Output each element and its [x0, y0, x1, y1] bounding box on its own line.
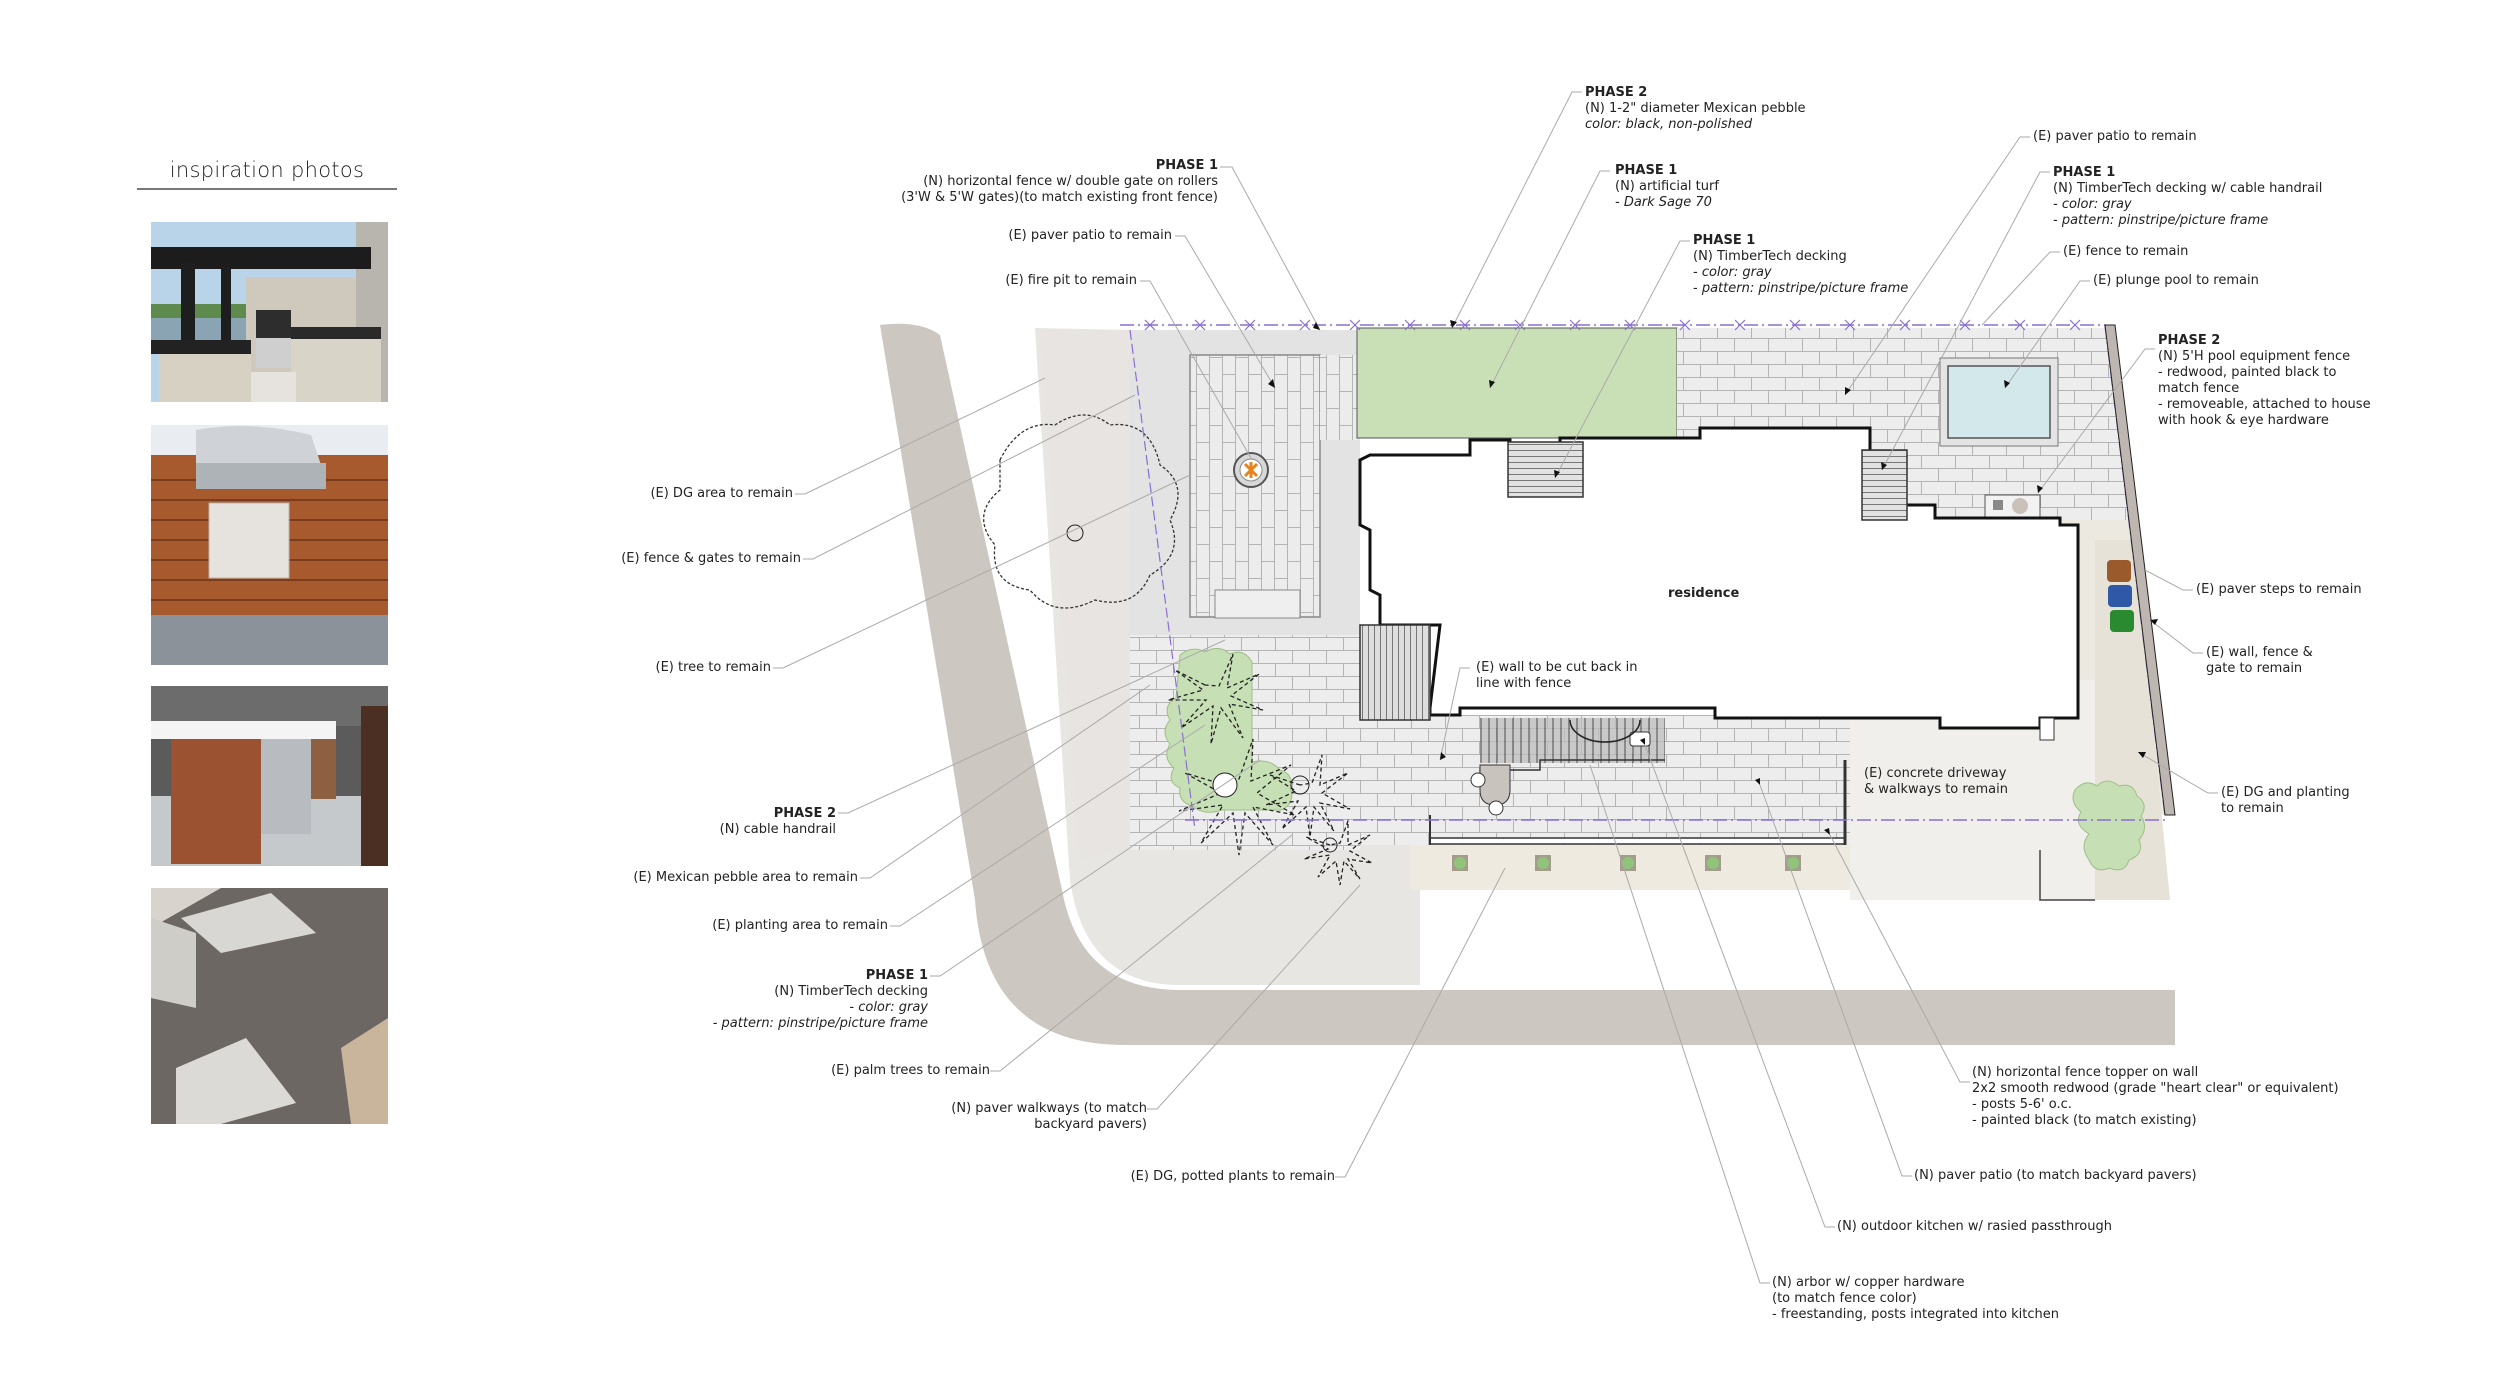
phase-label: PHASE 1: [1693, 233, 1756, 248]
inspiration-photo-grill-island: [151, 425, 388, 665]
phase-label: PHASE 2: [1585, 85, 1648, 100]
driveway: [1850, 680, 2095, 900]
note-tree: (E) tree to remain: [655, 660, 772, 675]
artificial-turf: [1356, 327, 1678, 439]
note-fence-remain: (E) fence to remain: [2063, 244, 2189, 259]
note-decking-left-phase1: PHASE 1 (N) TimberTech decking - color: …: [712, 968, 928, 1031]
note-pebble-phase2: PHASE 2 (N) 1-2" diameter Mexican pebble…: [1585, 85, 1806, 132]
phase-label: PHASE 1: [1615, 163, 1678, 178]
inspiration-photo-pergola-kitchen: [151, 222, 388, 402]
note-driveway: (E) concrete driveway & walkways to rema…: [1864, 766, 2008, 797]
paver-step-brown: [2107, 560, 2131, 582]
note-wall-fence-gate: (E) wall, fence & gate to remain: [2206, 645, 2313, 676]
phase-label: PHASE 2: [773, 806, 836, 821]
note-handrail-phase2: PHASE 2 (N) cable handrail: [719, 806, 836, 837]
planting-shrub-right: [2072, 780, 2145, 871]
inspiration-photo-kitchen-counter: [151, 686, 388, 866]
paver-step-blue: [2108, 585, 2132, 607]
note-decking-handrail-phase1: PHASE 1 (N) TimberTech decking w/ cable …: [2053, 165, 2323, 228]
leader-arrowheads: [1268, 320, 2158, 835]
note-dg-potted: (E) DG, potted plants to remain: [1130, 1169, 1335, 1184]
note-paver-steps: (E) paver steps to remain: [2196, 582, 2362, 597]
note-turf-phase1: PHASE 1 (N) artificial turf - Dark Sage …: [1615, 163, 1719, 210]
deck-top: [1507, 441, 1584, 498]
street-area: [880, 323, 2175, 1045]
note-pool-fence-phase2: PHASE 2 (N) 5'H pool equipment fence - r…: [2158, 333, 2371, 428]
note-outdoor-kitchen: (N) outdoor kitchen w/ rasied passthroug…: [1837, 1219, 2112, 1234]
note-dg-planting: (E) DG and planting to remain: [2221, 785, 2350, 816]
note-fence-topper: (N) horizontal fence topper on wall 2x2 …: [1972, 1065, 2339, 1128]
paver-step-green: [2110, 610, 2134, 632]
note-paver-patio-left: (E) paver patio to remain: [1008, 228, 1172, 243]
outdoor-kitchen-passthrough: [1479, 764, 1511, 806]
phase-label: PHASE 1: [2053, 165, 2116, 180]
phase-label: PHASE 1: [1155, 158, 1218, 173]
note-palm-trees: (E) palm trees to remain: [831, 1063, 990, 1078]
phase-label: PHASE 2: [2158, 333, 2221, 348]
sidebar-title: inspiration photos: [169, 158, 365, 182]
note-pebble-area: (E) Mexican pebble area to remain: [633, 870, 858, 885]
phase-label: PHASE 1: [865, 968, 928, 983]
side-wall: [2104, 324, 2176, 816]
planting-area: [1164, 648, 1293, 813]
deck-left: [1359, 624, 1431, 721]
note-plunge-pool: (E) plunge pool to remain: [2093, 273, 2259, 288]
leader-lines: [773, 91, 2218, 1284]
note-arbor: (N) arbor w/ copper hardware (to match f…: [1772, 1275, 2060, 1322]
note-fence-phase1: PHASE 1 (N) horizontal fence w/ double g…: [901, 158, 1218, 205]
note-planting-area: (E) planting area to remain: [712, 918, 888, 933]
note-dg-area: (E) DG area to remain: [650, 486, 793, 501]
note-wall-cut: (E) wall to be cut back in line with fen…: [1476, 660, 1638, 691]
sidebar-divider: [137, 188, 397, 190]
potted-plants: [1452, 855, 1801, 871]
note-paver-patio-right: (E) paver patio to remain: [2033, 129, 2197, 144]
fence-topper: [1429, 837, 1846, 845]
note-fire-pit: (E) fire pit to remain: [1005, 273, 1137, 288]
note-paver-patio-new: (N) paver patio (to match backyard paver…: [1914, 1168, 2197, 1183]
inspiration-photo-deck-lounge: [151, 888, 388, 1124]
deck-pool: [1861, 449, 1908, 521]
note-paver-walkways: (N) paver walkways (to match backyard pa…: [951, 1101, 1147, 1132]
note-decking-top-phase1: PHASE 1 (N) TimberTech decking - color: …: [1693, 233, 1909, 296]
palm-trees: [1167, 653, 1373, 886]
residence-label: residence: [1668, 586, 1740, 601]
note-fence-gates: (E) fence & gates to remain: [621, 551, 801, 566]
